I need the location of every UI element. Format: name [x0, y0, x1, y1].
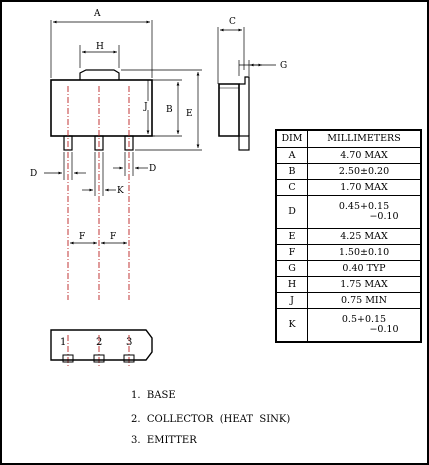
table-row: E 4.25 MAX	[275, 228, 422, 245]
dim-label-f-right: F	[110, 232, 116, 242]
table-row: A 4.70 MAX	[275, 147, 422, 164]
value-cell: 4.25 MAX	[307, 228, 422, 245]
value-cell: 0.75 MIN	[307, 292, 422, 309]
value-line: 0.45+0.15	[338, 201, 390, 213]
bottom-view	[50, 329, 153, 363]
table-row: J 0.75 MIN	[275, 292, 422, 309]
dim-label-c: C	[229, 17, 236, 27]
legend-item-emitter: 3. EMITTER	[131, 435, 197, 446]
dimension-lines	[44, 20, 276, 245]
table-row: C 1.70 MAX	[275, 179, 422, 196]
legend-item-collector: 2. COLLECTOR (HEAT SINK)	[131, 414, 291, 425]
dim-label-e: E	[186, 109, 193, 119]
table-row: H 1.75 MAX	[275, 276, 422, 293]
dim-cell: G	[275, 260, 308, 277]
dim-cell: J	[275, 292, 308, 309]
pin-number-1: 1	[60, 337, 66, 348]
table-header-row: DIM MILLIMETERS	[275, 129, 422, 148]
top-view	[50, 69, 153, 151]
value-cell: 1.50±0.10	[307, 244, 422, 261]
value-cell: 0.5+0.15 −0.10	[307, 308, 422, 343]
dim-label-h: H	[96, 42, 104, 52]
value-cell: 1.75 MAX	[307, 276, 422, 293]
millimeters-column-header: MILLIMETERS	[307, 129, 422, 148]
dim-cell: K	[275, 308, 308, 343]
dim-label-b: B	[166, 105, 173, 115]
table-row: D 0.45+0.15 −0.10	[275, 195, 422, 229]
table-row: F 1.50±0.10	[275, 244, 422, 261]
dim-label-d-right: D	[149, 164, 156, 174]
centerlines	[67, 86, 130, 368]
dim-column-header: DIM	[275, 129, 308, 148]
dim-cell: B	[275, 163, 308, 180]
side-view	[218, 76, 250, 151]
value-line: 0.5+0.15	[341, 314, 387, 326]
table-row: K 0.5+0.15 −0.10	[275, 308, 422, 343]
dimension-table: DIM MILLIMETERS A 4.70 MAX B 2.50±0.20 C…	[275, 129, 422, 343]
dim-cell: D	[275, 195, 308, 229]
value-cell: 1.70 MAX	[307, 179, 422, 196]
value-cell: 0.45+0.15 −0.10	[307, 195, 422, 229]
table-row: B 2.50±0.20	[275, 163, 422, 180]
dim-label-k: K	[117, 186, 124, 196]
dim-label-j: J	[143, 102, 148, 112]
dim-cell: F	[275, 244, 308, 261]
dim-label-g: G	[280, 61, 287, 71]
dim-label-f-left: F	[79, 232, 85, 242]
value-line: −0.10	[369, 211, 399, 222]
dim-label-d-left: D	[30, 169, 37, 179]
dim-label-a: A	[93, 9, 101, 19]
value-cell: 4.70 MAX	[307, 147, 422, 164]
dim-cell: H	[275, 276, 308, 293]
pin-number-3: 3	[126, 337, 132, 348]
dim-cell: E	[275, 228, 308, 245]
value-line: −0.10	[369, 324, 399, 335]
dim-cell: C	[275, 179, 308, 196]
table-row: G 0.40 TYP	[275, 260, 422, 277]
legend-item-base: 1. BASE	[131, 390, 176, 401]
pin-number-2: 2	[96, 337, 102, 348]
value-cell: 2.50±0.20	[307, 163, 422, 180]
value-cell: 0.40 TYP	[307, 260, 422, 277]
dim-cell: A	[275, 147, 308, 164]
